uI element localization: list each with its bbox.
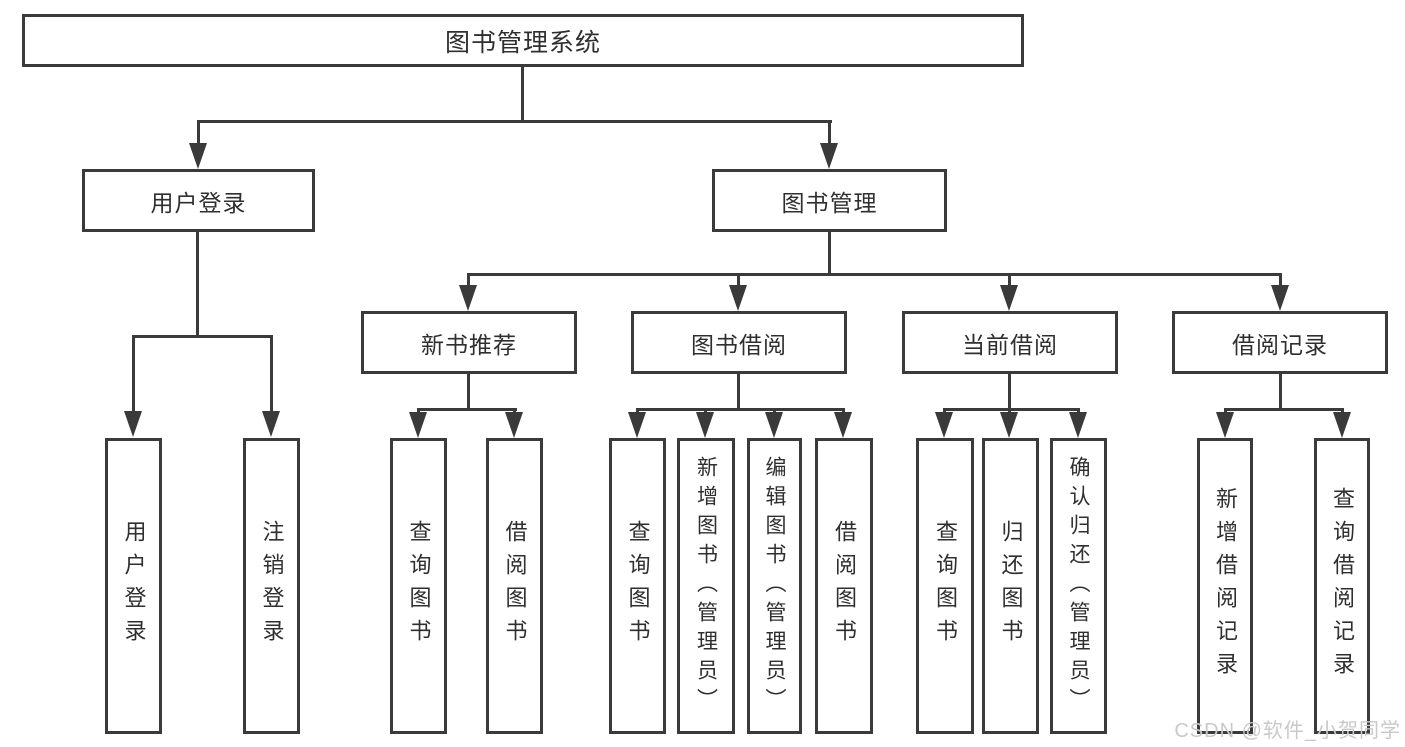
connector-groupE-hline — [1224, 408, 1344, 411]
leaf-label: 用户登录 — [121, 520, 147, 652]
connector-level2-hline — [467, 273, 1282, 276]
arrow-down-icon — [1216, 412, 1234, 438]
leaf-edit-books-admin: 编辑图书（管理员） — [747, 438, 802, 734]
connector-root-stem — [521, 65, 524, 123]
arrow-down-icon — [124, 411, 142, 437]
leaf-add-books-admin: 新增图书（管理员） — [677, 438, 735, 734]
node-borrowing-records: 借阅记录 — [1172, 311, 1388, 374]
connector-l2-drop2 — [737, 273, 740, 287]
arrow-down-icon — [834, 412, 852, 438]
leaf-label: 借阅图书 — [502, 520, 528, 652]
connector-groupB-hline — [417, 408, 517, 411]
node-book-management: 图书管理 — [712, 169, 947, 232]
leaf-query-books-current: 查询图书 — [916, 438, 974, 734]
connector-level1-hline — [197, 120, 832, 123]
leaf-borrow-books-recommend: 借阅图书 — [486, 438, 543, 734]
leaf-logout: 注销登录 — [243, 438, 300, 734]
connector-borrowing-stem — [737, 374, 740, 411]
leaf-query-books-recommend: 查询图书 — [390, 438, 447, 734]
arrow-down-icon — [409, 412, 427, 438]
leaf-label: 查询借阅记录 — [1330, 487, 1355, 685]
connector-book-mgmt-drop — [828, 120, 831, 146]
leaf-label: 查询图书 — [625, 520, 651, 652]
connector-l2-drop1 — [467, 273, 470, 287]
connector-user-login-drop — [197, 120, 200, 146]
leaf-add-borrow-record: 新增借阅记录 — [1197, 438, 1253, 734]
node-library-system: 图书管理系统 — [22, 14, 1024, 67]
leaf-query-books-borrowing: 查询图书 — [609, 438, 666, 734]
connector-groupA-hline — [132, 335, 273, 338]
leaf-label: 新增图书（管理员） — [694, 455, 718, 717]
arrow-down-icon — [696, 412, 714, 438]
connector-book-mgmt-stem — [828, 232, 831, 276]
connector-records-stem — [1279, 374, 1282, 411]
arrow-down-icon — [262, 411, 280, 437]
arrow-down-icon — [935, 412, 953, 438]
connector-l2-drop4 — [1279, 273, 1282, 287]
leaf-label: 确认归还（管理员） — [1067, 455, 1090, 717]
leaf-label: 注销登录 — [259, 520, 285, 652]
arrow-down-icon — [505, 412, 523, 438]
leaf-return-books: 归还图书 — [982, 438, 1039, 734]
arrow-down-icon — [1000, 285, 1018, 311]
node-book-borrowing: 图书借阅 — [631, 311, 847, 374]
arrow-down-icon — [1333, 412, 1351, 438]
arrow-down-icon — [1000, 412, 1018, 438]
arrow-down-icon — [765, 412, 783, 438]
connector-l2-drop3 — [1008, 273, 1011, 287]
connector-groupA-drop2 — [270, 335, 273, 415]
connector-recommend-stem — [467, 374, 470, 411]
node-current-borrowing: 当前借阅 — [902, 311, 1118, 374]
leaf-label: 归还图书 — [998, 520, 1024, 652]
arrow-down-icon — [189, 143, 207, 169]
leaf-label: 编辑图书（管理员） — [763, 455, 786, 717]
arrow-down-icon — [1069, 412, 1087, 438]
leaf-label: 新增借阅记录 — [1213, 487, 1238, 685]
arrow-down-icon — [628, 412, 646, 438]
leaf-query-borrow-record: 查询借阅记录 — [1314, 438, 1370, 734]
leaf-user-login: 用户登录 — [105, 438, 162, 734]
leaf-label: 查询图书 — [406, 520, 432, 652]
arrow-down-icon — [820, 143, 838, 169]
node-new-book-recommend: 新书推荐 — [361, 311, 577, 374]
leaf-confirm-return-admin: 确认归还（管理员） — [1050, 438, 1107, 734]
connector-groupA-drop1 — [132, 335, 135, 415]
connector-current-stem — [1008, 374, 1011, 411]
arrow-down-icon — [729, 285, 747, 311]
leaf-label: 借阅图书 — [832, 520, 857, 652]
arrow-down-icon — [459, 285, 477, 311]
leaf-label: 查询图书 — [933, 520, 958, 652]
leaf-borrow-books: 借阅图书 — [815, 438, 873, 734]
node-user-login: 用户登录 — [82, 169, 315, 232]
watermark: CSDN @软件_小贺同学 — [1174, 720, 1401, 742]
connector-groupD-hline — [943, 408, 1080, 411]
connector-groupC-hline — [636, 408, 845, 411]
arrow-down-icon — [1271, 285, 1289, 311]
connector-user-login-stem — [196, 232, 199, 338]
